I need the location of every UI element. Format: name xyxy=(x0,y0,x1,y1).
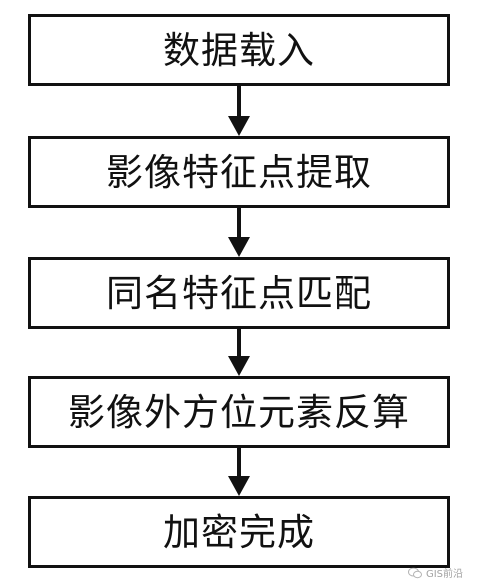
step-box-feature-extraction: 影像特征点提取 xyxy=(28,136,450,208)
step-label: 同名特征点匹配 xyxy=(106,271,372,315)
step-label: 加密完成 xyxy=(163,510,315,554)
arrow-shaft xyxy=(237,208,241,239)
step-box-orientation-calculation: 影像外方位元素反算 xyxy=(28,376,450,448)
watermark-text: GIS前沿 xyxy=(425,569,463,580)
arrow-head xyxy=(228,237,250,257)
wechat-icon xyxy=(407,567,422,578)
step-box-feature-matching: 同名特征点匹配 xyxy=(28,257,450,329)
down-arrow-icon xyxy=(228,208,250,257)
arrow-shaft xyxy=(237,86,241,118)
arrow-head xyxy=(228,116,250,136)
step-box-data-loading: 数据载入 xyxy=(28,14,450,86)
down-arrow-icon xyxy=(228,86,250,136)
arrow-head xyxy=(228,476,250,496)
down-arrow-icon xyxy=(228,329,250,376)
arrow-shaft xyxy=(237,448,241,478)
step-label: 数据载入 xyxy=(163,28,315,72)
arrow-shaft xyxy=(237,329,241,358)
watermark: GIS前沿 xyxy=(407,565,463,580)
down-arrow-icon xyxy=(228,448,250,496)
step-label: 影像外方位元素反算 xyxy=(68,390,410,434)
step-label: 影像特征点提取 xyxy=(106,150,372,194)
arrow-head xyxy=(228,356,250,376)
step-box-densification-complete: 加密完成 xyxy=(28,496,450,568)
